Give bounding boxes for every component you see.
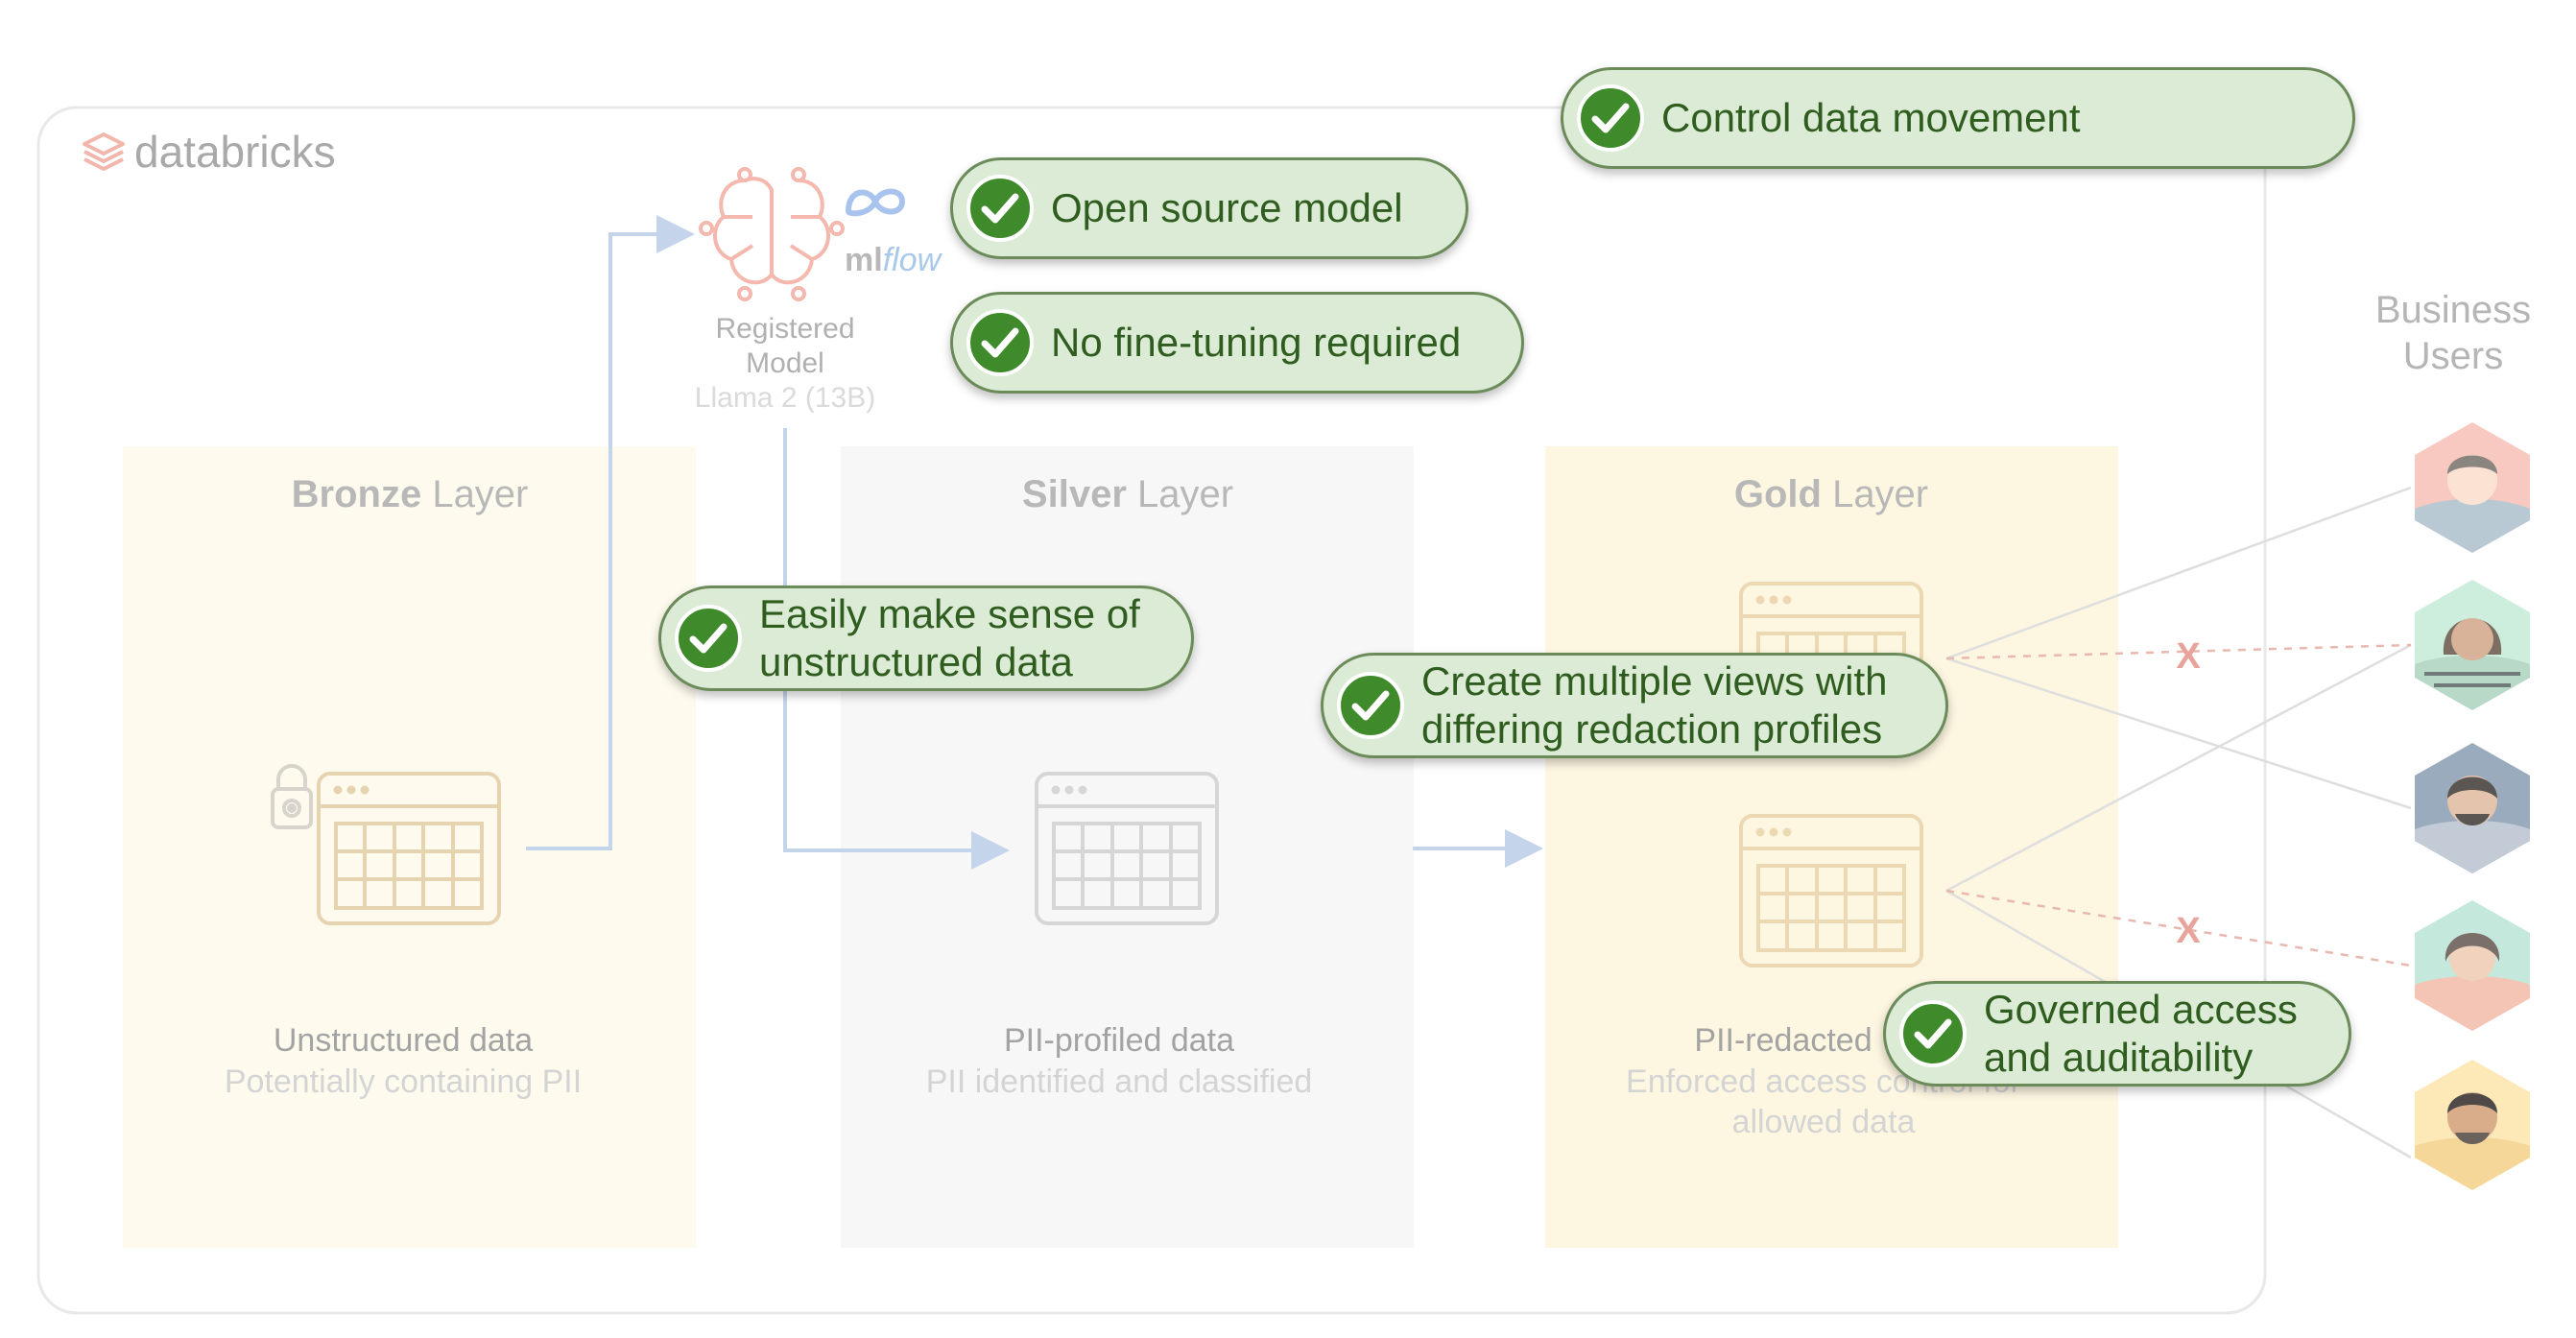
model-label-line1: Registered (715, 313, 854, 345)
model-name: Llama 2 (13B) (695, 382, 875, 414)
flow-arrows (526, 215, 1543, 870)
user-avatar-2 (2415, 580, 2530, 710)
callout-label: Governed access and auditability (1984, 987, 2298, 1080)
user-avatar-4 (2415, 900, 2530, 1031)
check-icon (675, 605, 742, 672)
business-users-line1: Business (2375, 289, 2531, 331)
check-icon (1899, 1000, 1967, 1067)
silver-subcaption: PII identified and classified (926, 1063, 1313, 1100)
gold-subcaption-2: allowed data (1732, 1104, 1916, 1140)
bronze-to-model-arrow (526, 215, 695, 850)
model-to-silver-arrow (783, 428, 1010, 870)
callout-no-fine-tuning: No fine-tuning required (950, 292, 1524, 394)
denied-mark-2: X (2176, 911, 2201, 951)
user-avatar-5 (2415, 1060, 2530, 1190)
silver-caption: PII-profiled data (1004, 1022, 1234, 1059)
check-icon (1577, 84, 1644, 152)
mlflow-logo: mlflow (845, 242, 943, 278)
user-avatar-3 (2415, 743, 2530, 873)
user-avatar-1 (2415, 422, 2530, 553)
silver-layer-panel (841, 446, 1414, 1248)
callout-governed-access: Governed access and auditability (1883, 981, 2351, 1087)
callout-multiple-views: Create multiple views with differing red… (1321, 653, 1948, 758)
callout-label: Easily make sense of unstructured data (759, 591, 1140, 684)
check-icon (1337, 672, 1404, 739)
bronze-layer-title: Bronze Layer (292, 473, 529, 515)
databricks-logo-icon (83, 132, 125, 171)
gold-caption: PII-redacted (1694, 1022, 1872, 1059)
brand-name: databricks (134, 127, 336, 177)
access-lines (1945, 486, 2412, 1159)
meta-logo-icon (845, 188, 906, 217)
callout-label: No fine-tuning required (1051, 320, 1462, 365)
check-icon (966, 309, 1034, 376)
neural-model-icon (699, 167, 845, 301)
bronze-subcaption: Potentially containing PII (225, 1063, 582, 1100)
callout-make-sense-unstructured: Easily make sense of unstructured data (658, 585, 1194, 691)
check-icon (966, 175, 1034, 242)
callout-control-data-movement: Control data movement (1561, 67, 2355, 169)
denied-mark-1: X (2176, 636, 2201, 677)
business-users-line2: Users (2403, 335, 2503, 377)
bronze-caption: Unstructured data (274, 1022, 533, 1059)
callout-label: Control data movement (1661, 95, 2081, 140)
callout-label: Create multiple views with differing red… (1421, 658, 1888, 752)
model-label-line2: Model (746, 347, 824, 379)
silver-layer-title: Silver Layer (1022, 473, 1233, 515)
callout-open-source-model: Open source model (950, 157, 1468, 259)
lock-icon (271, 764, 313, 829)
gold-layer-title: Gold Layer (1734, 473, 1928, 515)
callout-label: Open source model (1051, 185, 1403, 230)
